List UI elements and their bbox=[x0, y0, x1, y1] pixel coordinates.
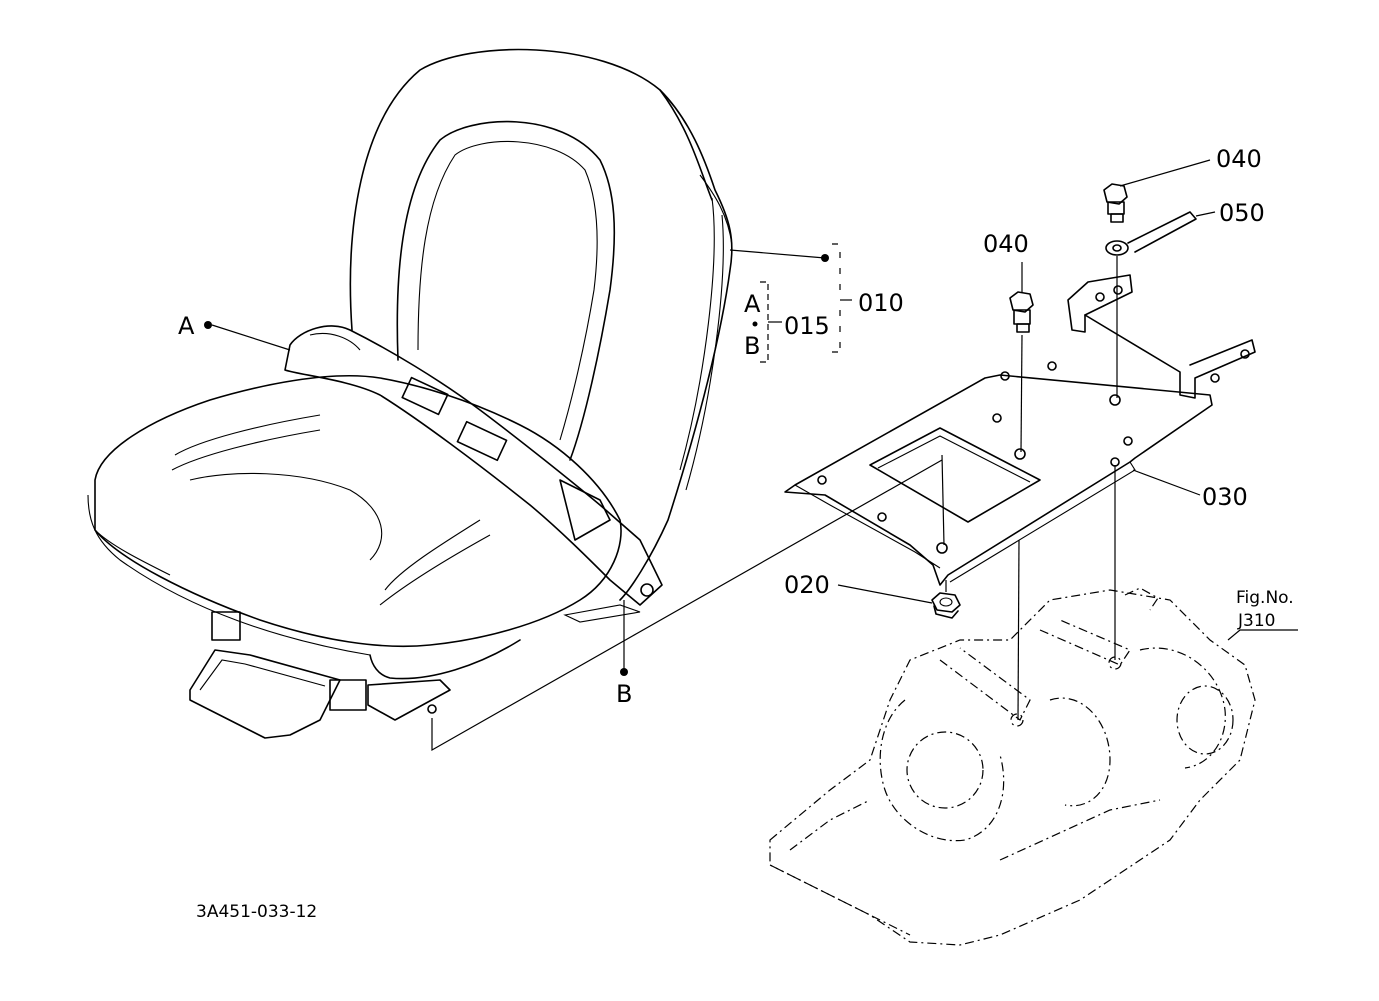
seat-assembly bbox=[87, 48, 733, 739]
bolt-040-right bbox=[1103, 183, 1128, 223]
label-010: 010 bbox=[858, 289, 904, 317]
label-020: 020 bbox=[784, 571, 830, 599]
bolt-040-left bbox=[1009, 291, 1034, 333]
seat-belt bbox=[284, 325, 663, 606]
label-030: 030 bbox=[1202, 483, 1248, 511]
seat-bracket bbox=[1067, 274, 1133, 333]
seat-backrest-panel bbox=[396, 120, 616, 461]
seat-slide-rail bbox=[189, 649, 341, 739]
label-fig-ref: J310 bbox=[1237, 611, 1275, 631]
seat-backrest bbox=[349, 48, 733, 601]
label-040-right: 040 bbox=[1216, 145, 1262, 173]
label-fig-no: Fig.No. bbox=[1236, 588, 1294, 608]
label-ref-b-bracket: B bbox=[744, 332, 760, 360]
seat-mounting-plate bbox=[784, 274, 1256, 586]
seat-cushion bbox=[94, 374, 622, 648]
washer-050 bbox=[1105, 211, 1197, 256]
label-ref-a-bracket: A bbox=[744, 290, 761, 318]
label-ref-b: B bbox=[616, 680, 632, 708]
transmission-housing bbox=[769, 587, 1256, 946]
label-ref-a: A bbox=[178, 312, 195, 340]
label-015: 015 bbox=[784, 312, 830, 340]
drawing-code: 3A451-033-12 bbox=[196, 902, 317, 922]
nut-020 bbox=[931, 592, 961, 619]
leader-lines bbox=[204, 159, 1298, 752]
label-050: 050 bbox=[1219, 199, 1265, 227]
label-040-left: 040 bbox=[983, 230, 1029, 258]
